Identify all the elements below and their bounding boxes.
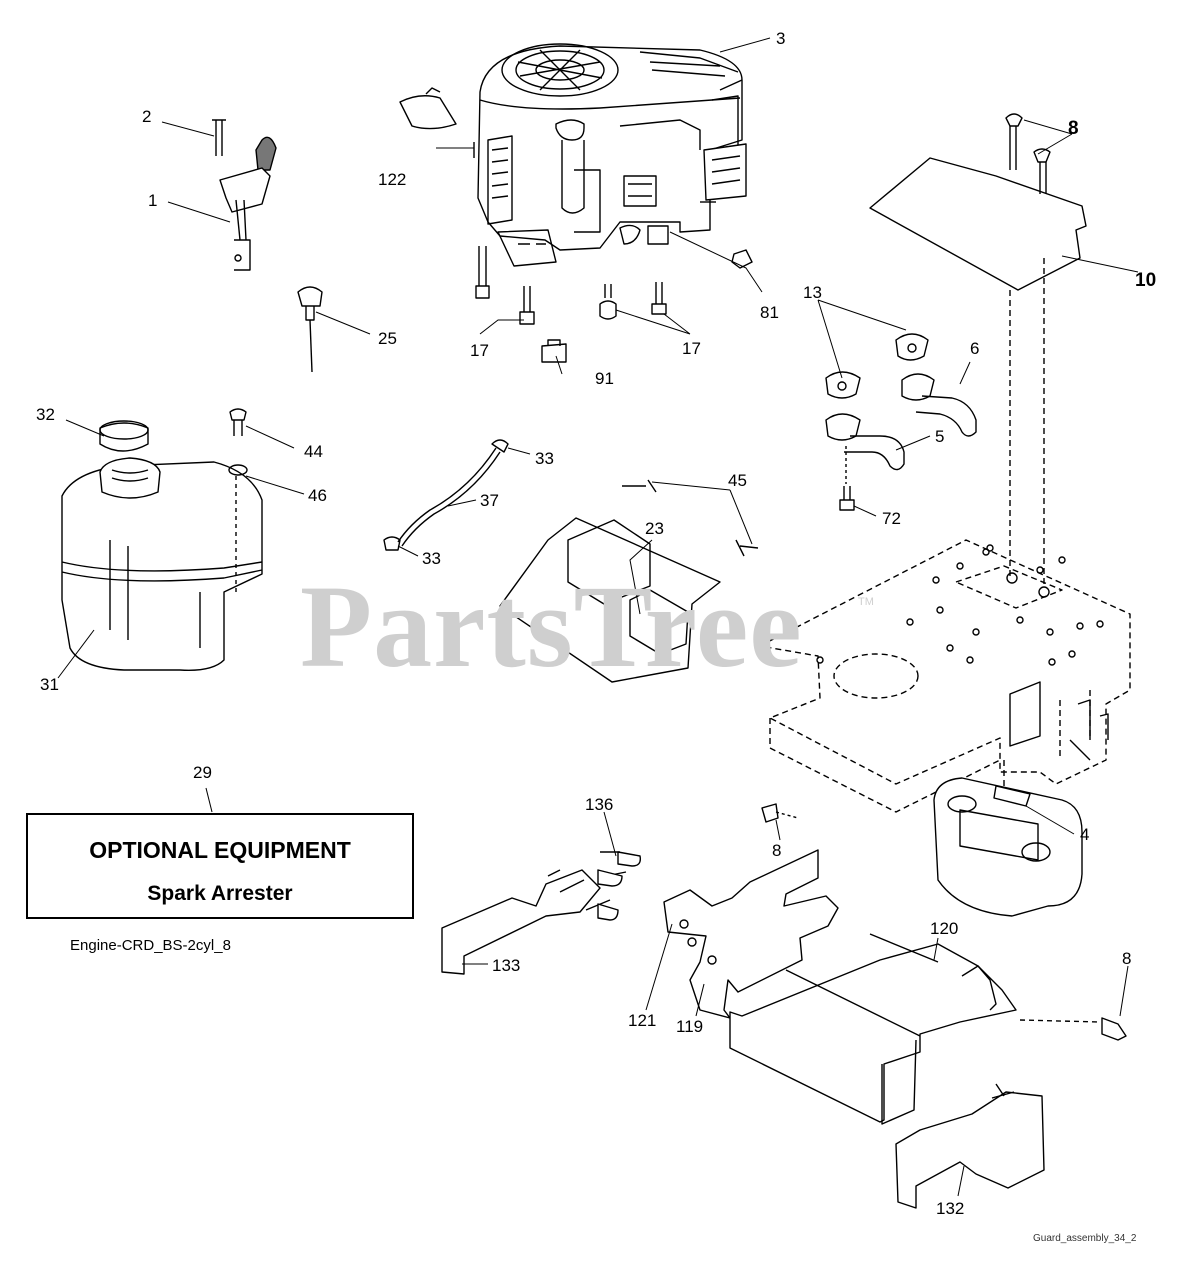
trademark-mark: TM	[858, 596, 874, 608]
chassis-holes	[816, 544, 1109, 761]
part-label-37[interactable]: 37	[480, 491, 499, 510]
footer-reference: Guard_assembly_34_2	[1033, 1233, 1137, 1244]
optional-equipment-title: OPTIONAL EQUIPMENT	[89, 837, 351, 863]
part-label-133[interactable]: 133	[492, 956, 521, 975]
part-label-2[interactable]: 2	[142, 107, 152, 126]
part-label-1[interactable]: 1	[148, 191, 158, 210]
fuel-line-drawing	[383, 439, 509, 551]
partstree-watermark: PartsTree	[300, 561, 803, 692]
part-label-10[interactable]: 10	[1135, 270, 1157, 291]
part-label-122[interactable]: 122	[378, 170, 407, 189]
throttle-control-drawing	[212, 119, 277, 271]
part-label-45[interactable]: 45	[728, 471, 747, 490]
muffler-drawing	[933, 777, 1083, 917]
part-label-44[interactable]: 44	[304, 442, 323, 461]
part-label-23[interactable]: 23	[645, 519, 664, 538]
part-label-33-top[interactable]: 33	[535, 449, 554, 468]
part-91-drawing	[541, 339, 567, 363]
part-44-46-drawing	[228, 408, 248, 596]
part-label-81[interactable]: 81	[760, 303, 779, 322]
part-label-120[interactable]: 120	[930, 919, 959, 938]
shield-10-drawing	[869, 113, 1087, 291]
part-label-31[interactable]: 31	[40, 675, 59, 694]
part-label-8-bracket[interactable]: 8	[772, 841, 782, 860]
part-25-drawing	[297, 286, 323, 373]
part-81-drawing	[731, 249, 753, 269]
heat-shield-drawing	[499, 479, 759, 683]
part-label-4[interactable]: 4	[1080, 825, 1090, 844]
part-label-13[interactable]: 13	[803, 283, 822, 302]
spark-arrester-drawing	[441, 803, 1127, 1209]
part-label-5[interactable]: 5	[935, 427, 945, 446]
fuel-tank-drawing	[61, 420, 263, 671]
part-label-136[interactable]: 136	[585, 795, 614, 814]
part-label-33-bottom[interactable]: 33	[422, 549, 441, 568]
part-label-8-shield[interactable]: 8	[1068, 118, 1079, 139]
part-label-8-bolt[interactable]: 8	[1122, 949, 1132, 968]
part-label-72[interactable]: 72	[882, 509, 901, 528]
exhaust-pipes-drawing	[825, 333, 977, 511]
part-label-6[interactable]: 6	[970, 339, 980, 358]
part-label-46[interactable]: 46	[308, 486, 327, 505]
chassis-frame-drawing	[759, 258, 1131, 813]
engine-drawing	[473, 43, 747, 267]
part-label-132[interactable]: 132	[936, 1199, 965, 1218]
part-label-29[interactable]: 29	[193, 763, 212, 782]
part-label-119[interactable]: 119	[676, 1017, 704, 1036]
spark-arrester-label: Spark Arrester	[147, 882, 293, 905]
part-label-121[interactable]: 121	[628, 1011, 657, 1030]
part-label-91[interactable]: 91	[595, 369, 614, 388]
part-label-17-left[interactable]: 17	[470, 341, 489, 360]
optional-equipment-box: OPTIONAL EQUIPMENT Spark Arrester	[26, 813, 414, 919]
part-17-bolts	[475, 246, 667, 325]
part-label-32[interactable]: 32	[36, 405, 55, 424]
diagram-caption: Engine-CRD_BS-2cyl_8	[70, 937, 231, 954]
part-label-25[interactable]: 25	[378, 329, 397, 348]
part-label-3[interactable]: 3	[776, 29, 786, 48]
part-label-17-right[interactable]: 17	[682, 339, 701, 358]
part-122-drawing	[399, 95, 457, 130]
leader-lines	[57, 37, 1139, 1197]
